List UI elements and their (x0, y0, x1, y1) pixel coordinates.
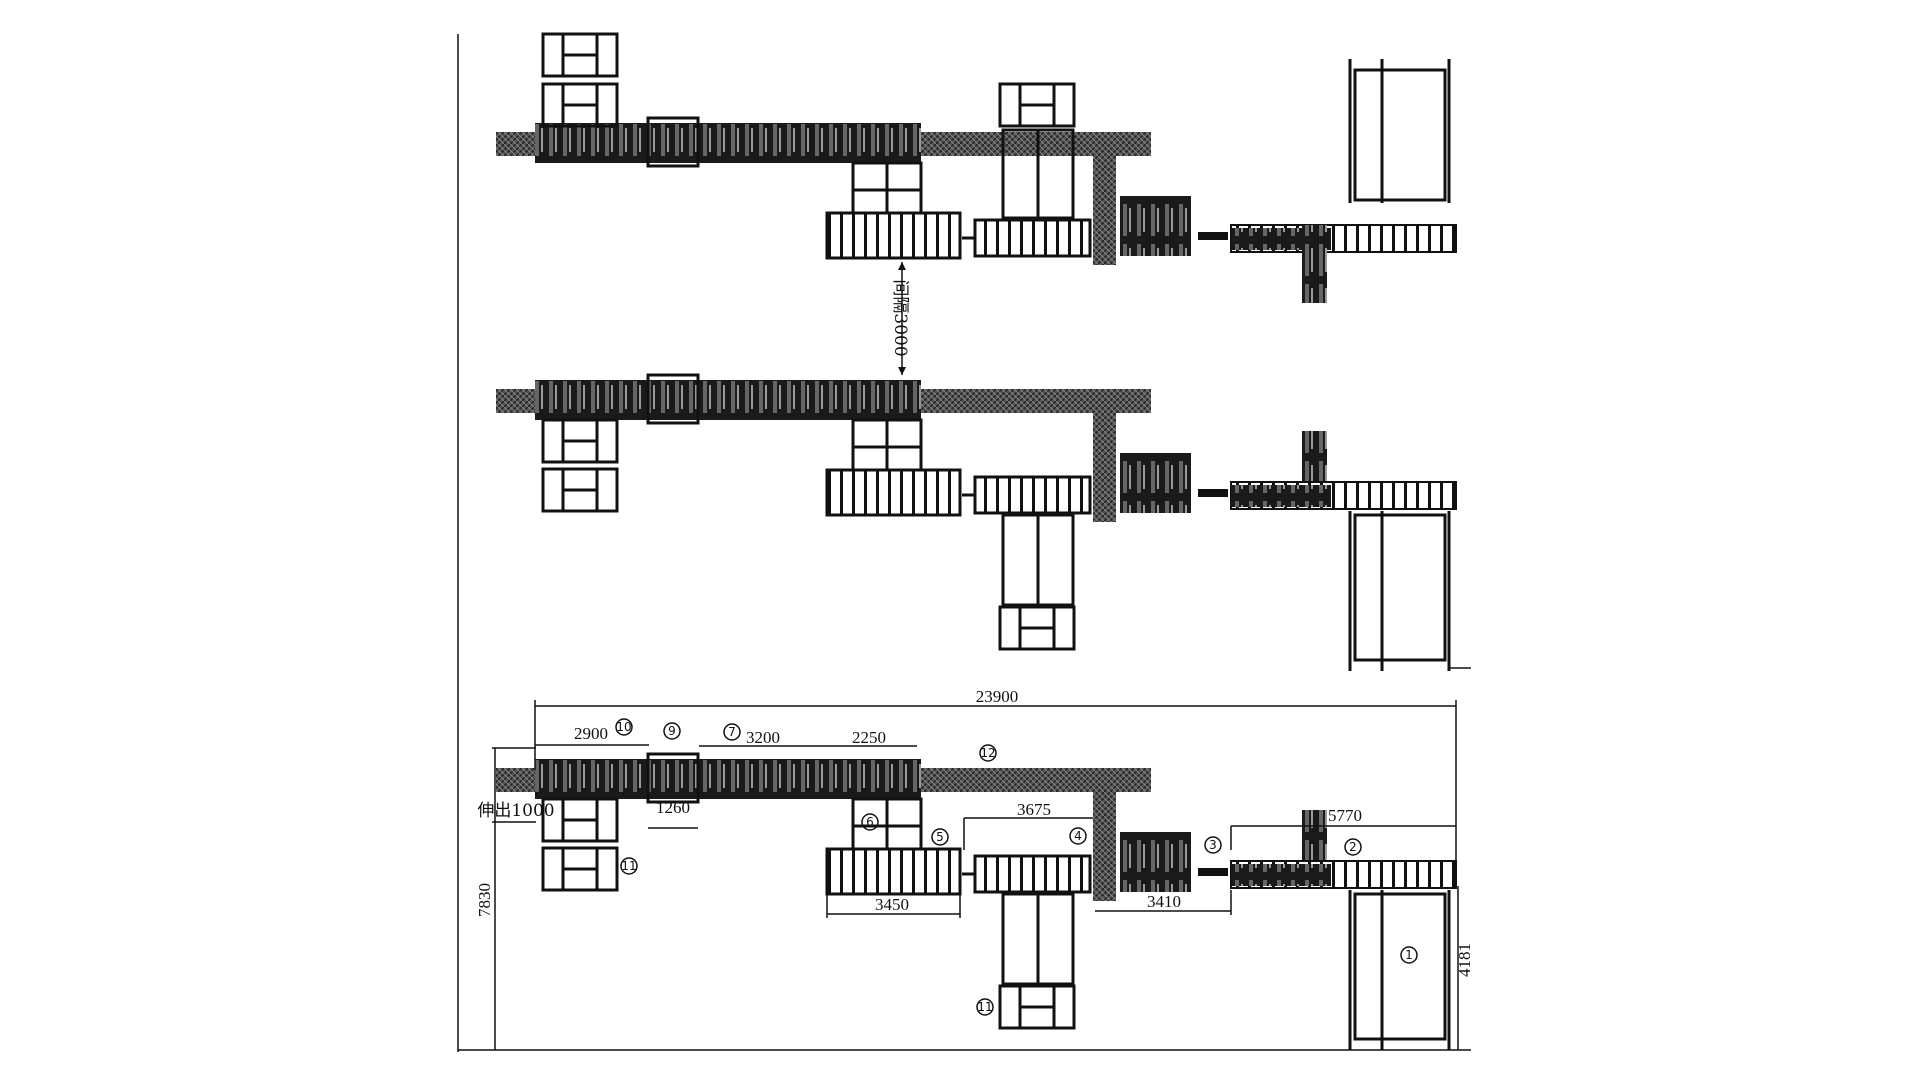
dim-2900: 2900 (574, 724, 608, 743)
svg-text:1: 1 (1405, 948, 1413, 962)
callout-7: 7 (723, 723, 741, 741)
production-line-1 (494, 32, 1458, 303)
svg-text:2: 2 (1349, 840, 1357, 854)
dim-overall-height: 7830 (475, 883, 494, 917)
svg-text:3: 3 (1209, 838, 1217, 852)
callout-10: 10 (615, 718, 633, 736)
svg-text:9: 9 (668, 724, 676, 738)
callout-3: 3 (1204, 836, 1222, 854)
production-line-3 (494, 752, 1458, 1050)
callout-1: 1 (1400, 946, 1418, 964)
svg-text:4: 4 (1074, 829, 1082, 843)
callout-11-middle: 11 (976, 998, 994, 1016)
callout-11-left: 11 (620, 857, 638, 875)
svg-text:5: 5 (936, 830, 944, 844)
callout-6: 6 (861, 813, 879, 831)
dim-3410: 3410 (1147, 892, 1181, 911)
svg-text:10: 10 (616, 720, 631, 734)
dim-2250: 2250 (852, 728, 886, 747)
dim-5770: 5770 (1328, 806, 1362, 825)
dim-3675: 3675 (1017, 800, 1051, 819)
extension-label: 伸出1000 (477, 801, 554, 821)
callout-5: 5 (931, 828, 949, 846)
dim-overall-length: 23900 (976, 687, 1019, 706)
svg-text:11: 11 (977, 1000, 992, 1014)
spacing-dimension: 间隔3000 (890, 262, 910, 375)
callouts: 1 2 3 4 5 6 7 9 10 11 11 12 (615, 718, 1418, 1016)
spacing-label: 间隔3000 (890, 279, 910, 356)
dim-3450: 3450 (875, 895, 909, 914)
dimensions: 23900 2900 3200 2250 1260 伸出1000 3675 57… (475, 687, 1474, 1050)
callout-4: 4 (1069, 827, 1087, 845)
svg-text:7: 7 (728, 725, 736, 739)
dim-4181: 4181 (1455, 943, 1474, 977)
svg-text:6: 6 (866, 815, 874, 829)
svg-text:12: 12 (980, 746, 995, 760)
callout-12: 12 (979, 744, 997, 762)
callout-9: 9 (663, 722, 681, 740)
dim-1260: 1260 (656, 798, 690, 817)
dim-3200: 3200 (746, 728, 780, 747)
callout-2: 2 (1344, 838, 1362, 856)
svg-text:11: 11 (621, 859, 636, 873)
production-line-2 (494, 373, 1471, 671)
